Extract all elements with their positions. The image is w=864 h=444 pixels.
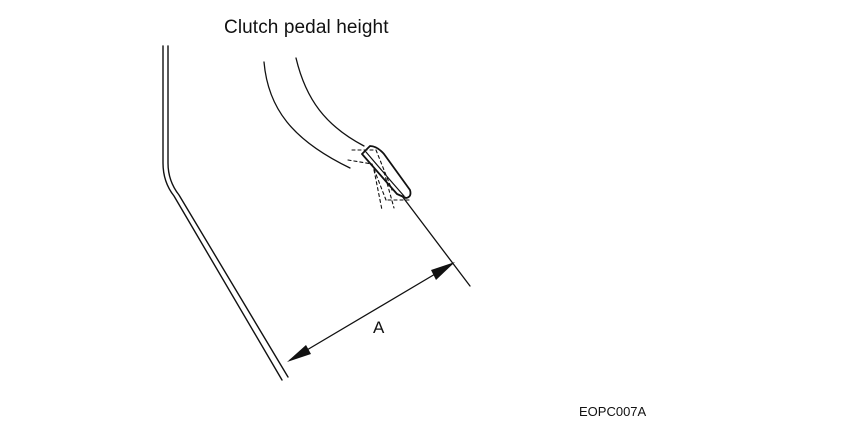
pedal-arm-outer — [263, 61, 351, 169]
diagram-title: Clutch pedal height — [224, 17, 389, 38]
dimension-arrow-left — [287, 345, 311, 362]
pedal-pad-lip — [365, 151, 405, 197]
figure-code: EOPC007A — [579, 404, 647, 419]
pedal-mount-hidden — [347, 149, 411, 211]
pedal-pad — [361, 145, 412, 199]
floor-panel-inner — [167, 45, 289, 378]
dimension-label-a: A — [373, 318, 385, 337]
pedal-reference-line — [401, 195, 471, 287]
dimension-arrow-right — [431, 262, 455, 280]
pedal-arm-inner — [295, 57, 365, 147]
dimension-line-a — [289, 263, 453, 361]
floor-panel-outer — [162, 45, 283, 381]
